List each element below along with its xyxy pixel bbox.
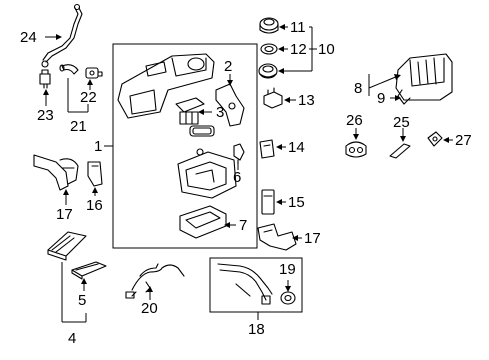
part-19-blower [280,291,296,305]
part-7-drain-tray [179,205,227,239]
part-22-sensor [85,67,103,79]
callout-6: 6 [233,169,242,186]
part-25-tube [389,143,411,159]
part-1-hvac-case-upper [117,53,215,119]
part-27-clip [427,131,443,147]
callout-24: 24 [20,29,37,46]
callout-2: 2 [224,58,233,75]
callout-9: 9 [377,90,386,107]
part-13-resistor [263,87,283,109]
part-4-filter-tray [47,231,87,261]
callout-7: 7 [239,217,248,234]
callout-15: 15 [288,194,305,211]
part-17-duct-left [33,154,79,191]
part-10-blower-motor [258,63,278,79]
callout-26: 26 [346,112,363,129]
part-24-hose [41,3,83,68]
callout-12: 12 [290,41,307,58]
part-3-door [175,97,205,125]
part-12-gasket [260,43,278,55]
part-18-frame [209,257,303,313]
part-8-evaporator-case [395,53,453,105]
part-16-bracket [87,161,103,187]
callout-4: 4 [68,330,77,347]
part-23-connector [39,69,51,89]
part-1-hvac-case-lower [177,148,237,199]
callout-3: 3 [216,104,225,121]
callout-11: 11 [290,19,306,36]
part-11-motor-wheel [259,17,279,34]
part-14-connector [259,139,275,159]
callout-21: 21 [70,118,87,135]
callout-20: 20 [141,300,158,317]
part-2-actuator [215,83,245,127]
callout-1: 1 [94,138,103,155]
callout-10: 10 [318,41,335,58]
callout-17-left: 17 [56,206,73,223]
part-20-harness [125,263,185,299]
callout-18: 18 [248,321,265,338]
callout-5: 5 [78,292,87,309]
callout-19: 19 [279,261,296,278]
part-5-filter [71,261,107,280]
callout-27: 27 [455,132,472,149]
callout-14: 14 [288,139,305,156]
callout-13: 13 [298,92,315,109]
callout-22: 22 [80,89,97,106]
part-26-grommet [345,141,367,158]
part-18-harness [217,263,273,305]
callout-17-right: 17 [304,230,321,247]
callout-8: 8 [354,80,363,97]
part-17-duct-right [257,223,297,251]
callout-23: 23 [37,107,54,124]
callout-16: 16 [86,197,103,214]
part-15-module [261,189,275,215]
callout-25: 25 [393,114,410,131]
part-6-clip [233,143,245,165]
part-21-elbow [59,64,79,75]
part-seal-ring [189,125,215,137]
